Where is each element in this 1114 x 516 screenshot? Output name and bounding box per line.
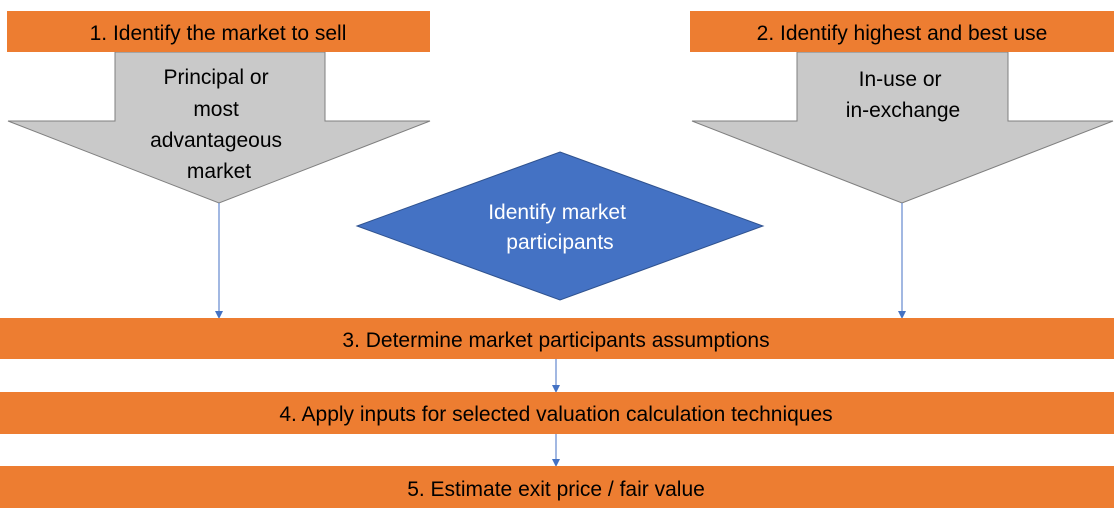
step-2-box: 2. Identify highest and best use	[690, 11, 1114, 52]
step-2-label: 2. Identify highest and best use	[757, 22, 1048, 45]
step-1-box: 1. Identify the market to sell	[7, 11, 430, 52]
step-4-label: 4. Apply inputs for selected valuation c…	[279, 403, 832, 426]
left-arrow-line-1: Principal or	[164, 66, 269, 89]
left-arrow-label: Principal or most advantageous market	[150, 66, 288, 183]
right-arrow-line-2: in-exchange	[846, 99, 960, 122]
market-participants-diamond: Identify market participants	[355, 151, 765, 301]
step-4-box: 4. Apply inputs for selected valuation c…	[0, 392, 1114, 434]
diamond-line-2: participants	[506, 231, 613, 254]
diamond-shape	[355, 151, 765, 301]
left-arrow-line-4: market	[187, 160, 251, 183]
step-3-label: 3. Determine market participants assumpt…	[342, 329, 769, 352]
left-arrow-shape	[7, 51, 431, 204]
diamond-line-1: Identify market	[488, 201, 626, 224]
diamond-label: Identify market participants	[488, 201, 632, 254]
right-arrow-shape	[691, 51, 1114, 204]
step-5-label: 5. Estimate exit price / fair value	[407, 478, 705, 501]
right-arrow-label: In-use or in-exchange	[846, 68, 960, 122]
step-3-box: 3. Determine market participants assumpt…	[0, 318, 1114, 359]
step-5-box: 5. Estimate exit price / fair value	[0, 466, 1114, 508]
right-arrow-line-1: In-use or	[859, 68, 942, 91]
left-arrow-line-3: advantageous	[150, 129, 282, 152]
left-arrow-line-2: most	[193, 98, 239, 121]
left-down-arrow: Principal or most advantageous market	[7, 51, 431, 204]
step-1-label: 1. Identify the market to sell	[90, 22, 347, 45]
right-down-arrow: In-use or in-exchange	[691, 51, 1114, 204]
